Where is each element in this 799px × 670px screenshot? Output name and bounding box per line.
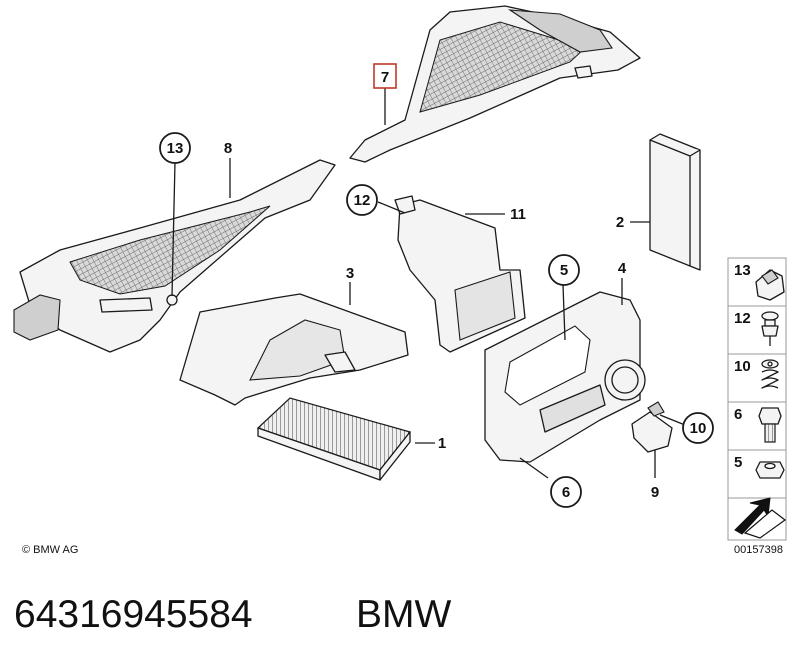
legend-number-12: 12: [734, 310, 751, 327]
label-7-highlighted: 7: [373, 63, 397, 89]
air-duct: [394, 195, 526, 353]
cowl-grille-right: [349, 5, 641, 163]
svg-text:13: 13: [167, 140, 184, 157]
callout-10: 10: [682, 412, 714, 444]
svg-text:5: 5: [560, 262, 568, 279]
filter-housing-cover: [179, 293, 409, 406]
hex-bolt-icon: [758, 407, 782, 443]
label-4: 4: [618, 260, 627, 277]
expansion-rivet-icon: [761, 311, 779, 346]
diagram-id: 00157398: [734, 544, 783, 556]
legend-number-10: 10: [734, 358, 751, 375]
label-1: 1: [438, 435, 446, 452]
callout-12: 12: [346, 184, 378, 216]
housing-frame: [484, 291, 646, 463]
microfilter: [256, 397, 412, 481]
label-7: 7: [381, 69, 389, 86]
svg-text:6: 6: [562, 484, 570, 501]
sensor: [631, 401, 673, 453]
leader-lines: [171, 88, 686, 479]
label-11: 11: [510, 206, 526, 223]
callout-6: 6: [550, 476, 582, 508]
legend-number-6: 6: [734, 406, 742, 423]
cowl-grille-left: [13, 159, 336, 353]
brand-name: BMW: [356, 593, 452, 636]
fastener-legend: 13 12 10 6 5: [727, 257, 787, 541]
label-8: 8: [224, 140, 232, 157]
callout-5: 5: [548, 254, 580, 286]
svg-text:10: 10: [690, 420, 707, 437]
label-3: 3: [346, 265, 354, 282]
copyright-text: © BMW AG: [22, 544, 78, 556]
label-2: 2: [616, 214, 624, 231]
callout-13: 13: [159, 132, 191, 164]
hex-nut-icon: [755, 461, 785, 479]
legend-number-13: 13: [734, 262, 751, 279]
direction-arrow-icon: [734, 497, 787, 539]
part-number: 64316945584: [14, 593, 253, 636]
spring-nut-icon: [761, 359, 779, 389]
label-9: 9: [651, 484, 659, 501]
clip-nut-icon: [755, 269, 785, 301]
flat-filter: [649, 133, 701, 271]
svg-text:12: 12: [354, 192, 371, 209]
legend-number-5: 5: [734, 454, 742, 471]
